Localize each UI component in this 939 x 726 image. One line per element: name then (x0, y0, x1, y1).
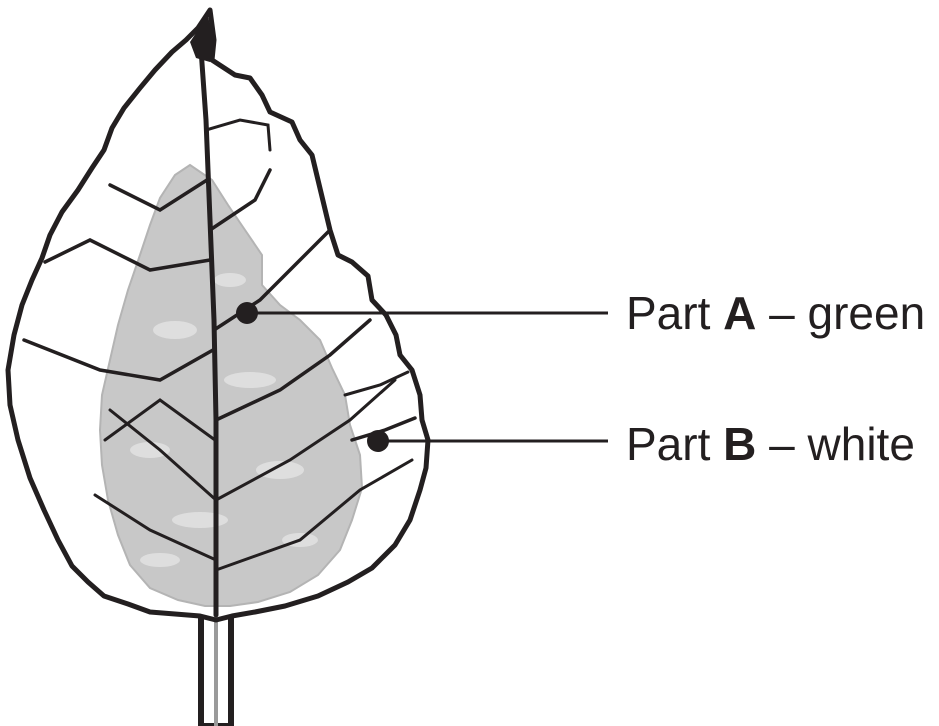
label-part-a-prefix: Part (626, 287, 723, 339)
pointer-dot-part-a (236, 302, 258, 324)
label-part-a: Part A – green (626, 290, 925, 336)
label-part-a-suffix: – green (756, 287, 925, 339)
label-part-b-suffix: – white (756, 418, 915, 470)
label-part-a-letter: A (723, 287, 756, 339)
pointer-dot-part-b (367, 430, 389, 452)
label-part-b-prefix: Part (626, 418, 723, 470)
label-part-b: Part B – white (626, 421, 915, 467)
label-part-b-letter: B (723, 418, 756, 470)
